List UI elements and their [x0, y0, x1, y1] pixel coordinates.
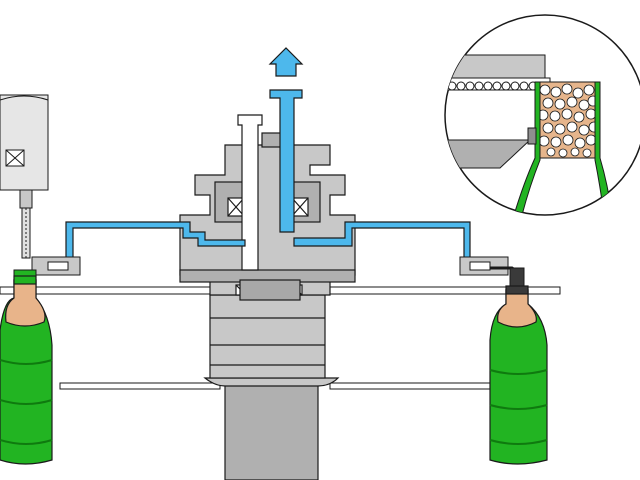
column-base — [203, 294, 340, 480]
bead-row — [447, 81, 547, 91]
filter-detail-inset — [444, 14, 640, 216]
left-filler-valve — [0, 94, 81, 281]
central-rotary-distributor — [179, 132, 356, 301]
air-exhaust-channel — [65, 89, 471, 271]
right-filler-valve — [459, 256, 525, 291]
exhaust-arrow-icon — [268, 47, 304, 77]
right-bottle — [489, 285, 548, 465]
white-return-pipe — [237, 114, 263, 271]
left-bottle — [0, 275, 53, 465]
